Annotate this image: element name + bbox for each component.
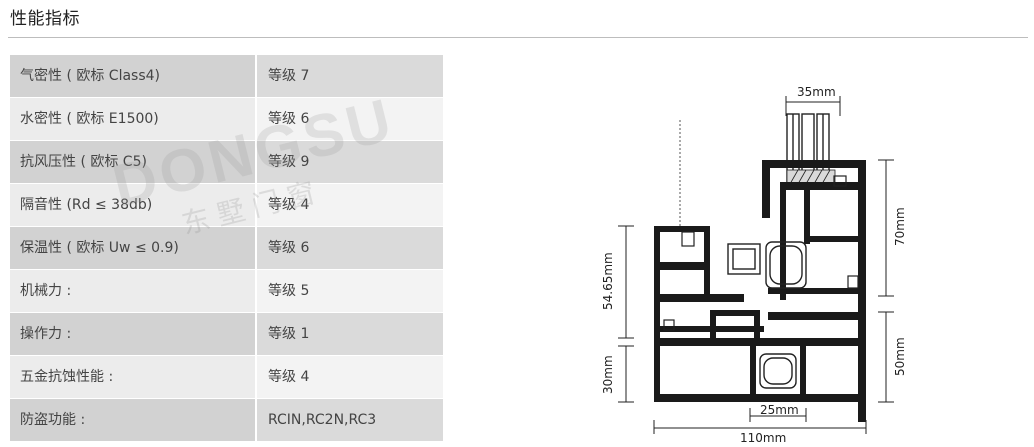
spec-row: 保温性 ( 欧标 Uw ≤ 0.9) 等级 6: [10, 227, 443, 270]
spec-value: 等级 1: [255, 313, 443, 355]
spec-row: 抗风压性 ( 欧标 C5) 等级 9: [10, 141, 443, 184]
spec-value: 等级 5: [255, 270, 443, 312]
page-title: 性能指标: [10, 9, 80, 29]
spec-label: 抗风压性 ( 欧标 C5): [10, 141, 255, 183]
gasket-details: [663, 175, 859, 331]
spec-value: 等级 4: [255, 356, 443, 398]
title-divider: [8, 37, 1028, 38]
spec-value: 等级 4: [255, 184, 443, 226]
spec-row: 五金抗蚀性能 : 等级 4: [10, 356, 443, 399]
spec-row: 操作力 : 等级 1: [10, 313, 443, 356]
outer-frame: [654, 160, 866, 422]
spec-label: 防盗功能 :: [10, 399, 255, 441]
spec-label: 隔音性 (Rd ≤ 38db): [10, 184, 255, 226]
dimension-lines: [618, 96, 894, 434]
spec-value: 等级 9: [255, 141, 443, 183]
spec-label: 操作力 :: [10, 313, 255, 355]
spec-label: 气密性 ( 欧标 Class4): [10, 55, 255, 97]
dim-inner-width: 25mm: [760, 403, 799, 417]
spec-row: 机械力 : 等级 5: [10, 270, 443, 313]
spec-row: 防盗功能 : RCIN,RC2N,RC3: [10, 399, 443, 442]
dim-upper-height: 70mm: [893, 207, 907, 246]
spec-row: 气密性 ( 欧标 Class4) 等级 7: [10, 55, 443, 98]
dim-total-width: 110mm: [740, 431, 786, 444]
spec-label: 五金抗蚀性能 :: [10, 356, 255, 398]
sealant-hatch: [786, 169, 836, 185]
spec-row: 隔音性 (Rd ≤ 38db) 等级 4: [10, 184, 443, 227]
spec-label: 机械力 :: [10, 270, 255, 312]
spec-row: 水密性 ( 欧标 E1500) 等级 6: [10, 98, 443, 141]
sash-profile: [654, 226, 764, 338]
spec-value: 等级 6: [255, 227, 443, 269]
spec-value: 等级 6: [255, 98, 443, 140]
spec-value: RCIN,RC2N,RC3: [255, 399, 443, 441]
spec-label: 水密性 ( 欧标 E1500): [10, 98, 255, 140]
window-profile-section-drawing: 35mm 70mm 50mm 54.65mm 30mm 25mm 110mm: [601, 85, 907, 444]
dim-glass-width: 35mm: [797, 85, 836, 99]
spec-value: 等级 7: [255, 55, 443, 97]
thermal-break-chambers: [727, 241, 807, 389]
dim-sash-height: 54.65mm: [601, 252, 615, 310]
performance-spec-table: 气密性 ( 欧标 Class4) 等级 7 水密性 ( 欧标 E1500) 等级…: [10, 55, 443, 442]
dim-lower-height: 50mm: [893, 337, 907, 376]
dim-bottom-height: 30mm: [601, 355, 615, 394]
spec-label: 保温性 ( 欧标 Uw ≤ 0.9): [10, 227, 255, 269]
